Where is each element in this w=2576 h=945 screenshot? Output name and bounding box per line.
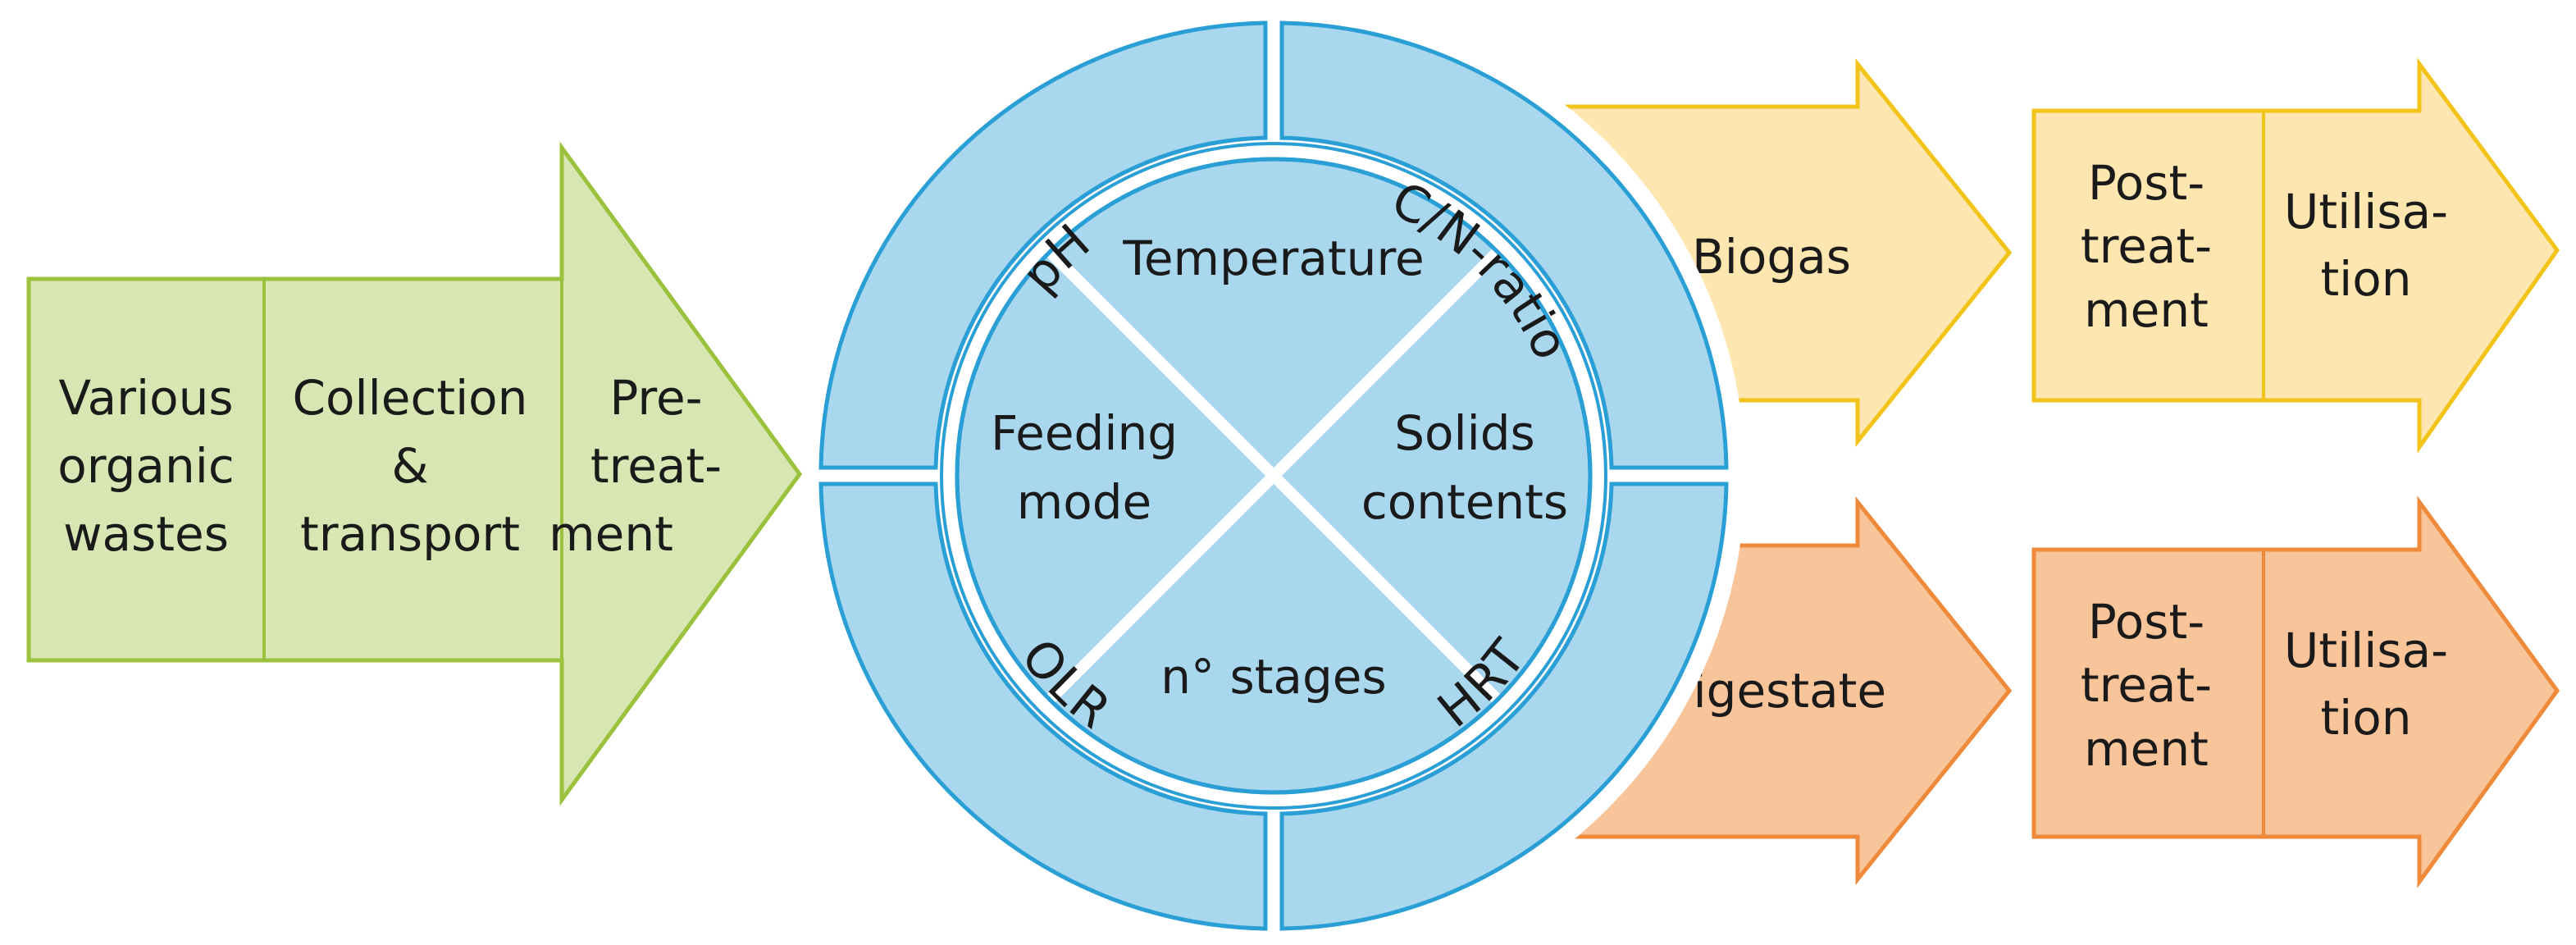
digestate-post-line-1: Post- xyxy=(2088,594,2204,650)
biogas-post-arrow xyxy=(2031,57,2560,454)
various-wastes-line-1: Various xyxy=(58,370,233,426)
ring-segment-olr xyxy=(818,482,1268,931)
digestate-post-arrow xyxy=(2031,495,2560,888)
digestate-util-line-1: Utilisa- xyxy=(2284,623,2448,678)
biogas-post-line-2: treat- xyxy=(2081,218,2212,274)
various-wastes-line-3: wastes xyxy=(63,506,229,562)
quad-temperature: Temperature xyxy=(1122,231,1424,286)
pretreatment-line-3: ment xyxy=(549,506,673,562)
digestate-post-line-3: ment xyxy=(2084,721,2209,777)
ring-segment-hrt xyxy=(1279,482,1729,931)
ring-segment-cn xyxy=(1279,21,1729,470)
collection-line-2: & xyxy=(391,438,428,494)
digestate-post-treatment-label: Post- treat- ment xyxy=(2081,594,2212,777)
quad-feeding-line-1: Feeding xyxy=(991,405,1178,461)
pretreatment-label: Pre- treat- ment xyxy=(549,370,722,562)
biogas-util-line-2: tion xyxy=(2320,251,2411,307)
biogas-post-line-3: ment xyxy=(2084,282,2209,338)
biogas-post-treatment-label: Post- treat- ment xyxy=(2081,155,2212,338)
digestate-util-line-2: tion xyxy=(2320,690,2411,746)
biogas-branch: Biogas Post- treat- ment Utilisa- tion xyxy=(1527,57,2560,454)
ring-segment-ph xyxy=(818,21,1268,470)
input-arrow-shape xyxy=(26,141,803,806)
biogas-util-line-1: Utilisa- xyxy=(2284,184,2448,240)
collection-line-3: transport xyxy=(300,506,520,562)
collection-transport-label: Collection & transport xyxy=(293,370,528,562)
quad-feeding-line-2: mode xyxy=(1017,474,1151,530)
inner-disc-outline xyxy=(955,157,1593,795)
input-arrow: Various organic wastes Collection & tran… xyxy=(26,141,803,806)
biogas-utilisation-label: Utilisa- tion xyxy=(2284,184,2448,307)
biogas-label: Biogas xyxy=(1692,229,1851,285)
quad-solids-line-1: Solids xyxy=(1394,405,1535,461)
quad-stages: n° stages xyxy=(1160,649,1386,705)
biogas-post-line-1: Post- xyxy=(2088,155,2204,211)
quad-solids-line-2: contents xyxy=(1361,474,1568,530)
digestate-utilisation-label: Utilisa- tion xyxy=(2284,623,2448,746)
various-wastes-label: Various organic wastes xyxy=(57,370,234,562)
digester-circle: pH C/N-ratio OLR HRT Temperature Feeding… xyxy=(802,4,1745,945)
pretreatment-line-2: treat- xyxy=(590,438,722,494)
inner-x-divider xyxy=(1044,246,1503,705)
digestate-post-line-2: treat- xyxy=(2081,657,2212,713)
pretreatment-line-1: Pre- xyxy=(609,370,702,426)
various-wastes-line-2: organic xyxy=(57,438,234,494)
collection-line-1: Collection xyxy=(293,370,528,426)
